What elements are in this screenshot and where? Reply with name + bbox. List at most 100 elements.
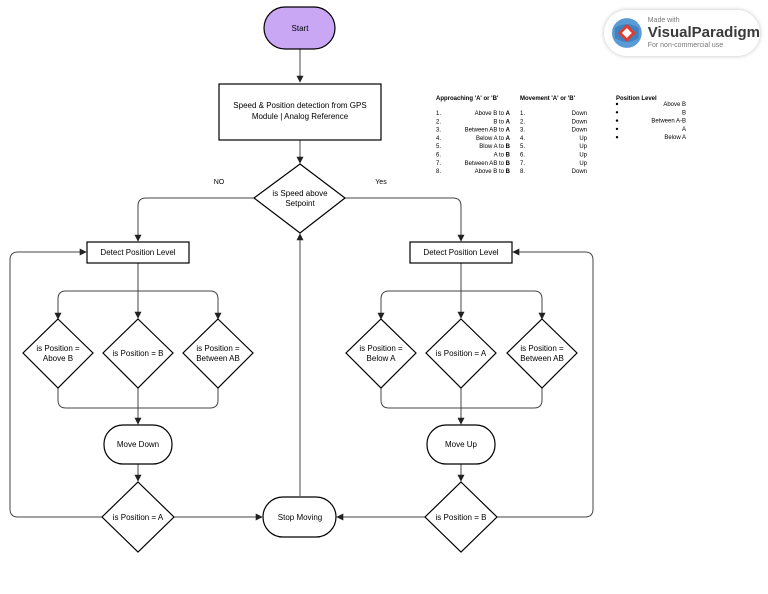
legend-row-move: Down [572,111,587,117]
legend-row-move-num: 4. [520,136,525,142]
detect-label-2: Module | Analog Reference [252,112,349,121]
edge-decision-no [134,197,254,242]
legend-row-num: 2. [436,119,441,125]
legend-row-num: 7. [436,161,441,167]
left-detect-label: Detect Position Level [100,248,175,257]
legend-row-move: Up [579,161,587,167]
left-detect-node: Detect Position Level [86,241,190,264]
left-decision-between-ab: is Position = Between AB [182,318,254,389]
legend-level-header: Position Level [616,96,657,102]
speed-decision-line-2: Setpoint [285,199,315,208]
visual-paradigm-logo-icon [611,18,642,48]
legend-row-move: Down [572,169,587,175]
edge-left-split [57,290,219,318]
visual-paradigm-badge: Made with VisualParadigm For non-commerc… [604,10,760,56]
legend-row-num: 5. [436,144,441,150]
watermark-brand: VisualParadigm [647,24,760,41]
svg-text:Above B: Above B [43,354,73,363]
detect-node: Speed & Position detection from GPS Modu… [218,83,382,141]
svg-text:is Position = A: is Position = A [436,349,487,358]
detect-label-1: Speed & Position detection from GPS [233,101,366,110]
legend-row-move-num: 7. [520,161,525,167]
speed-decision: is Speed above Setpoint [252,163,346,234]
edge-decision-yes [345,197,465,242]
yes-label: Yes [375,179,387,186]
left-decision-b: is Position = B [102,318,174,389]
legend-row-num: 1. [436,111,441,117]
legend-row-num: 4. [436,136,441,142]
legend-row-approach: Blow A to B [479,144,510,150]
svg-text:is Position =: is Position = [36,344,80,353]
start-node: Start [263,6,336,50]
watermark-note: For non-commercial use [647,42,724,49]
legend-row-move-num: 2. [520,119,525,125]
move-up-node: Move Up [426,424,496,465]
right-decision-below-a: is Position = Below A [345,318,417,389]
legend-row-approach: Above B to A [475,111,511,117]
legend-row-move: Down [572,119,587,125]
legend-row-move-num: 1. [520,111,525,117]
left-decision-above-b: is Position = Above B [22,318,94,389]
legend-level-bullet [615,119,619,122]
svg-text:is Position = B: is Position = B [113,349,164,358]
edge-checkb-loop [497,248,594,518]
legend-level-item: Below A [664,135,686,141]
legend-movement-header: Movement 'A' or 'B' [520,96,576,102]
legend-level-bullet [615,136,619,139]
check-position-b: is Position = B [424,481,498,553]
legend-approach-header: Approaching 'A' or 'B' [436,96,499,102]
svg-text:is Position =: is Position = [196,344,240,353]
svg-text:Below A: Below A [367,354,397,363]
legend-row-move-num: 3. [520,128,525,134]
legend-row-move: Up [579,136,587,142]
legend-row-move: Down [572,128,587,134]
svg-text:Move Down: Move Down [117,440,159,449]
no-label: NO [214,179,225,186]
legend-row-num: 8. [436,169,441,175]
legend-row-approach: Below A to A [476,136,511,142]
legend-row-approach: Between AB to A [465,128,511,134]
move-down-node: Move Down [103,424,173,465]
legend-row-num: 3. [436,128,441,134]
svg-text:is Position =: is Position = [520,344,564,353]
check-position-a: is Position = A [101,481,175,553]
svg-text:is Position = A: is Position = A [113,513,164,522]
connectors [9,49,594,521]
legend-row-approach: A to B [494,153,511,159]
legend-level-item: B [682,110,686,116]
legend-row-move: Up [579,153,587,159]
svg-text:Stop Moving: Stop Moving [278,513,322,522]
legend-row-move-num: 8. [520,169,525,175]
legend-row-approach: Above B to B [475,169,511,175]
right-decision-between-ab: is Position = Between AB [506,318,578,389]
speed-decision-line-1: is Speed above [272,189,328,198]
edge-checka-loop [9,248,102,518]
legend-row-move-num: 6. [520,153,525,159]
start-label: Start [292,24,310,33]
right-detect-label: Detect Position Level [423,248,498,257]
svg-text:Between AB: Between AB [196,354,240,363]
svg-text:is Position =: is Position = [359,344,403,353]
legend-row-approach: Between AB to B [465,161,511,167]
legend-level-bullet [615,111,619,114]
legend-row-move-num: 5. [520,144,525,150]
svg-text:Move Up: Move Up [445,440,478,449]
stop-node: Stop Moving [262,496,337,538]
legend-row-num: 6. [436,153,441,159]
legend-level-item: Above B [663,102,686,108]
right-decision-a: is Position = A [425,318,497,389]
legend-level-item: Between A-B [651,119,686,125]
legend-levels: Above B B Between A-B A Below A [615,102,686,141]
legend-level-bullet [615,127,619,131]
right-detect-node: Detect Position Level [409,241,513,264]
watermark-made-with: Made with [647,17,680,24]
legend-level-bullet [615,102,619,106]
svg-text:Between AB: Between AB [520,354,564,363]
legend-level-item: A [682,127,686,133]
svg-text:is Position = B: is Position = B [436,513,487,522]
legend-table: Approaching 'A' or 'B' Movement 'A' or '… [436,96,686,175]
legend-row-move: Up [579,144,587,150]
legend-rows: 1. Above B to A 1. Down 2. B to A 2. Down 3. Betw… [436,111,588,175]
legend-row-approach: B to A [493,119,510,125]
